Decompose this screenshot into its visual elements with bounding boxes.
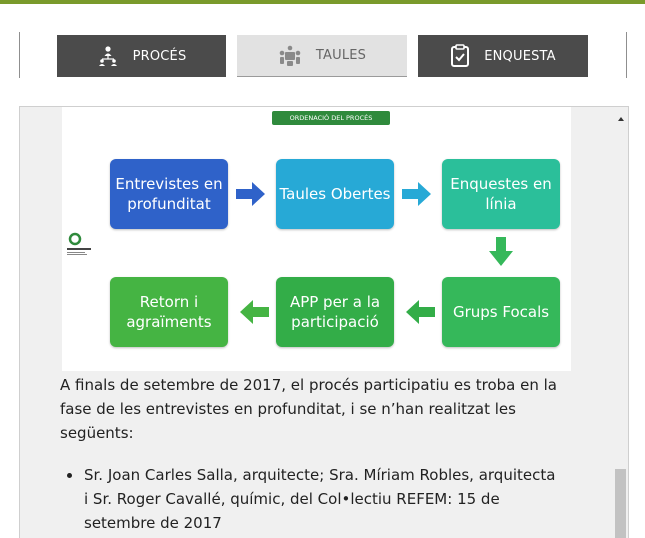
- arrow-left-icon: [406, 300, 435, 324]
- arrow-down-icon: [489, 237, 513, 266]
- tab-taules[interactable]: TAULES: [237, 35, 407, 77]
- scroll-up-arrow-icon[interactable]: [618, 117, 624, 121]
- diagram-title: ORDENACIÓ DEL PROCÉS: [272, 111, 390, 125]
- people-network-icon: [97, 45, 119, 67]
- tabs-frame: [19, 32, 627, 78]
- content-panel: ORDENACIÓ DEL PROCÉS Entrevistes en prof…: [19, 106, 629, 538]
- meeting-table-icon: [278, 45, 302, 67]
- list-item: Sr. Joan Carles Salla, arquitecte; Sra. …: [60, 463, 560, 535]
- scrollbar-thumb[interactable]: [615, 469, 626, 538]
- tab-proces-label: PROCÉS: [132, 48, 187, 64]
- bullet-icon: [67, 473, 72, 478]
- step-grups-label: Grups Focals: [452, 303, 550, 321]
- step-enquestes-label: Enquestes en línia: [450, 175, 552, 213]
- top-accent-bar: [0, 0, 645, 4]
- step-retorn: Retorn i agraïments: [110, 277, 228, 347]
- step-entrevistes: Entrevistes en profunditat: [110, 159, 228, 229]
- interview-list: Sr. Joan Carles Salla, arquitecte; Sra. …: [60, 463, 560, 535]
- org-logo-icon: [67, 232, 91, 260]
- arrow-right-icon: [402, 182, 431, 206]
- status-paragraph: A finals de setembre de 2017, el procés …: [60, 376, 557, 442]
- tab-proces[interactable]: PROCÉS: [57, 35, 226, 77]
- arrow-right-icon: [236, 182, 265, 206]
- step-entrevistes-label: Entrevistes en profunditat: [115, 175, 223, 213]
- step-taules-obertes: Taules Obertes: [276, 159, 394, 229]
- step-grups-focals: Grups Focals: [442, 277, 560, 347]
- vertical-scrollbar[interactable]: [613, 107, 628, 538]
- step-app: APP per a la participació: [276, 277, 394, 347]
- tab-taules-label: TAULES: [315, 48, 367, 63]
- tab-enquesta[interactable]: ENQUESTA: [418, 35, 588, 77]
- process-diagram: ORDENACIÓ DEL PROCÉS Entrevistes en prof…: [62, 107, 571, 371]
- step-retorn-label: Retorn i agraïments: [126, 293, 212, 331]
- clipboard-check-icon: [450, 44, 470, 68]
- step-taules-label: Taules Obertes: [279, 185, 391, 203]
- list-item-text: Sr. Joan Carles Salla, arquitecte; Sra. …: [84, 466, 556, 532]
- arrow-left-icon: [240, 300, 269, 324]
- step-enquestes: Enquestes en línia: [442, 159, 560, 229]
- tab-enquesta-label: ENQUESTA: [484, 48, 556, 64]
- step-app-label: APP per a la participació: [289, 293, 381, 331]
